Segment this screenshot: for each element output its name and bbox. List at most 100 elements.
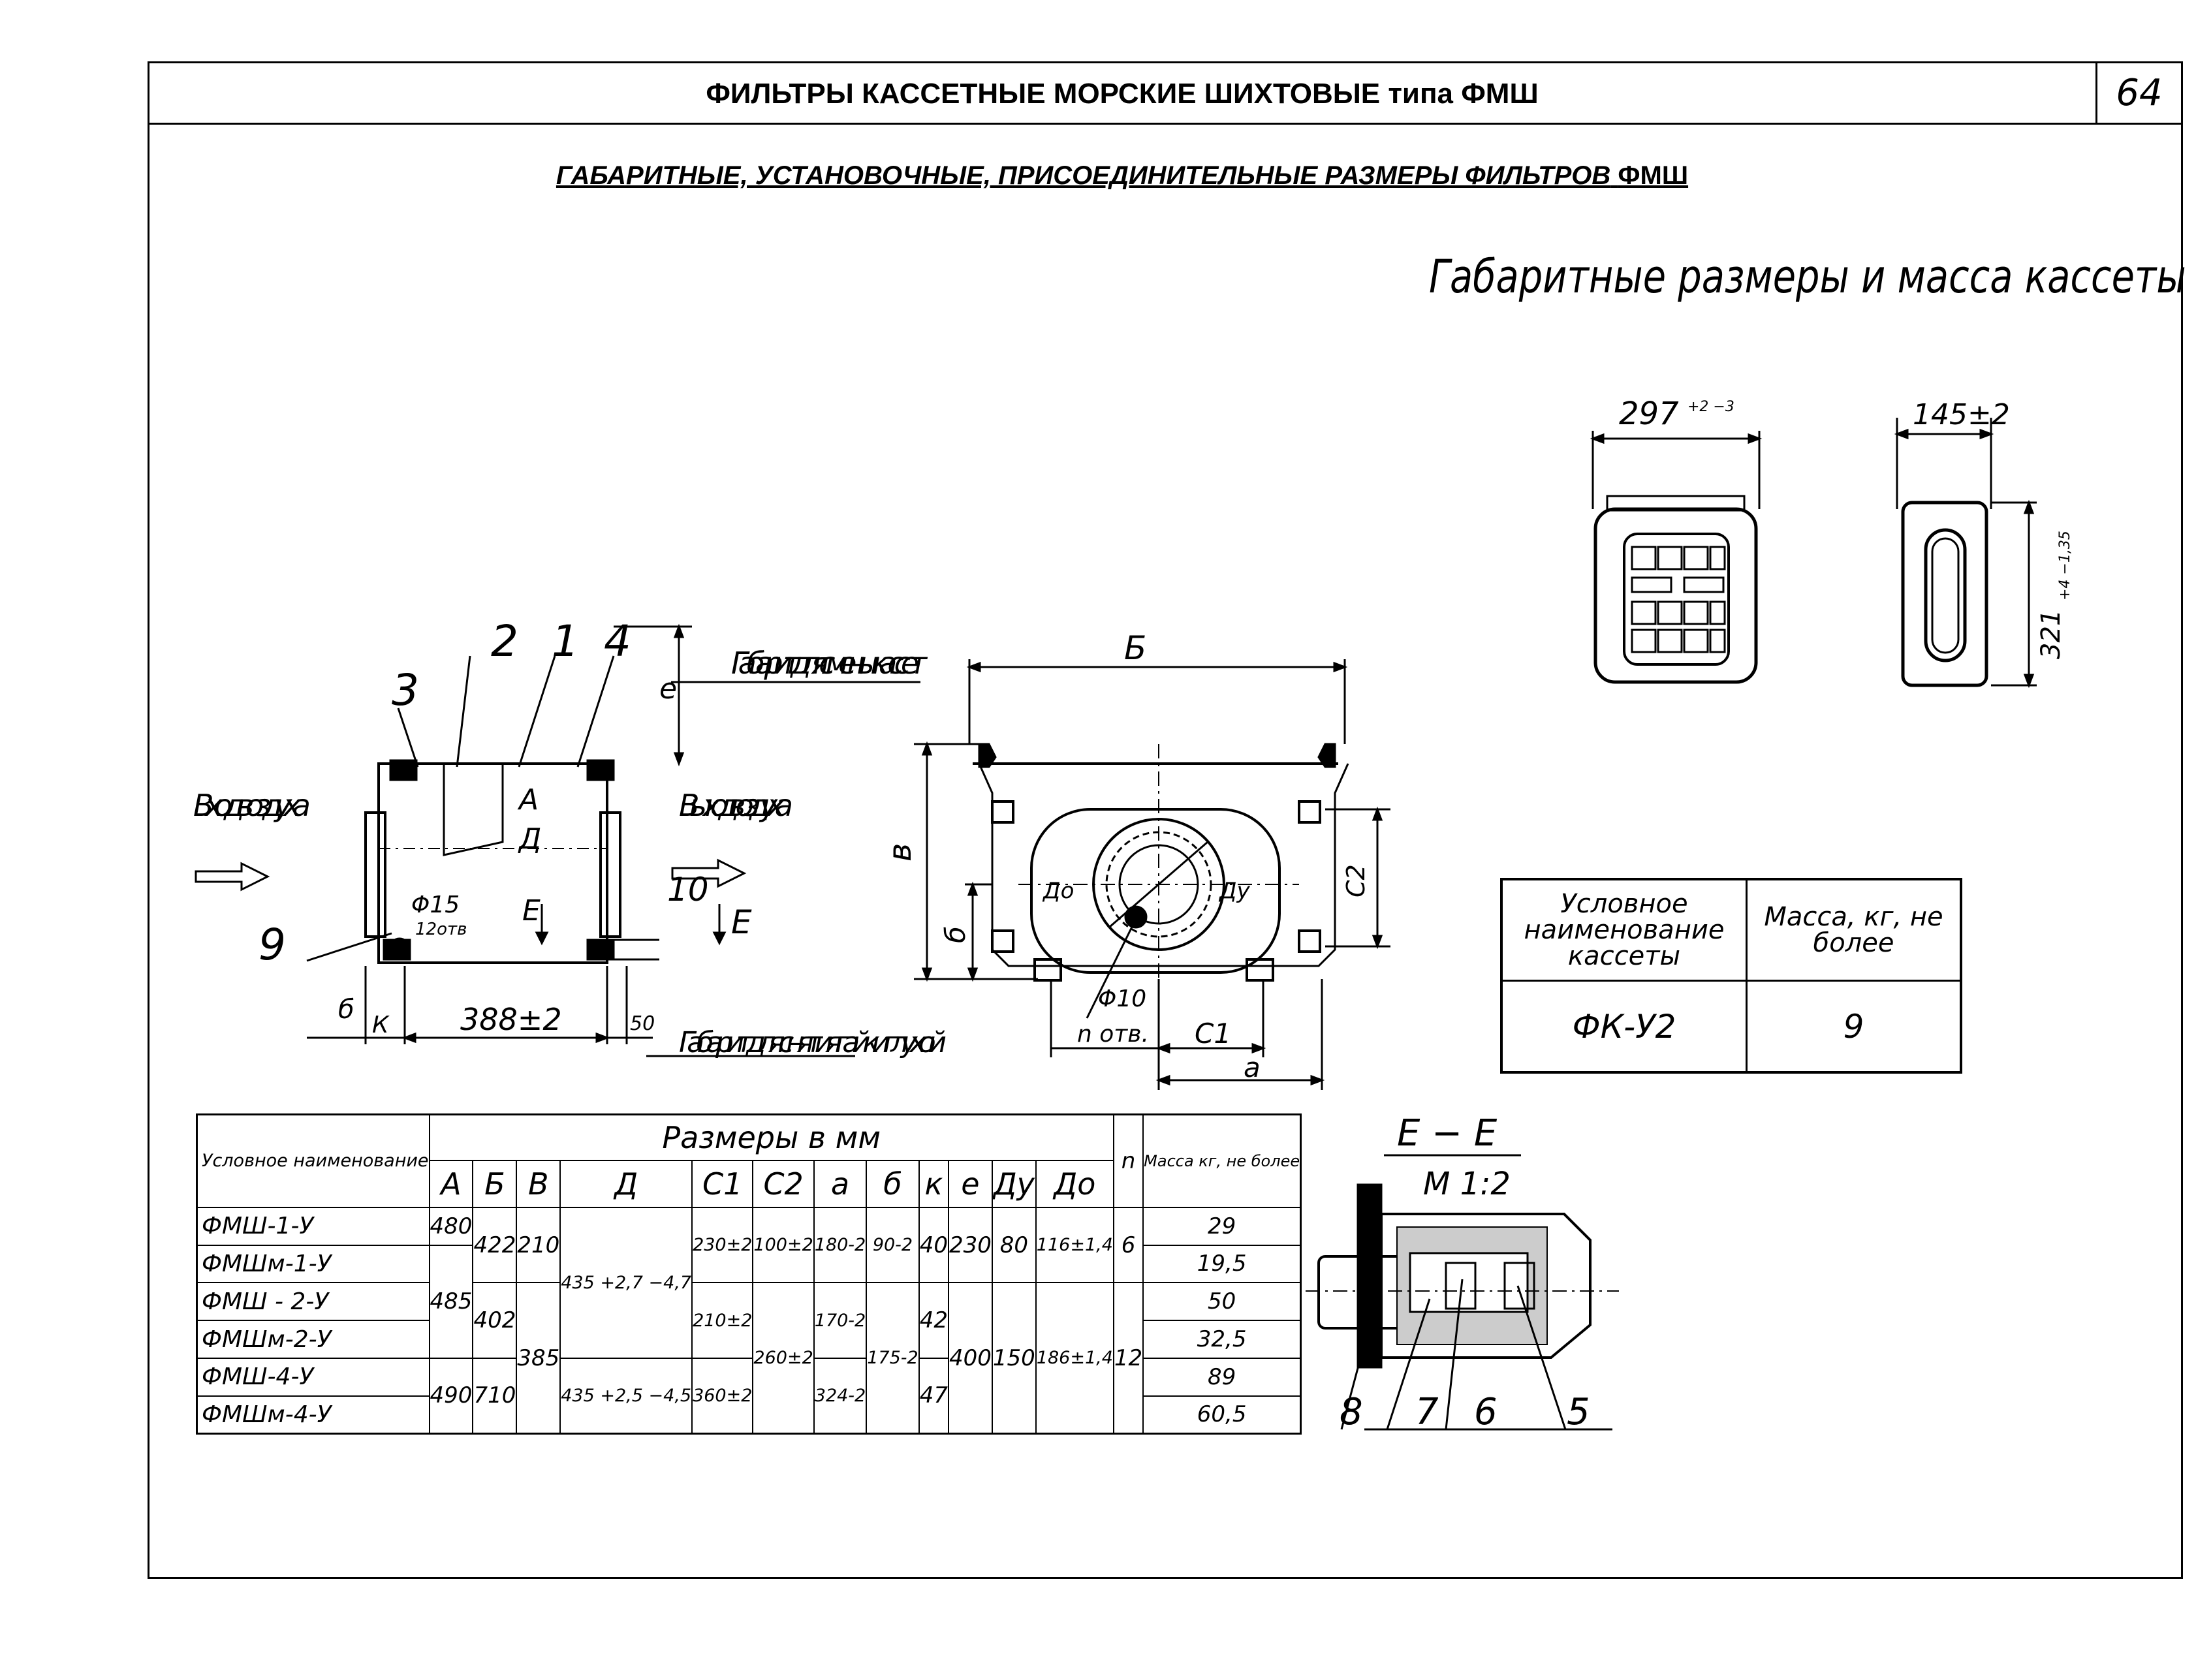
dim-b-top-label: Б — [1124, 629, 1146, 667]
cell-dy-3: 150 — [991, 1282, 1037, 1435]
outlet-label: Выход воздуха — [679, 788, 793, 823]
cell-b-small-1: 90-2 — [866, 1206, 920, 1284]
part-label-9: 9 — [259, 920, 286, 970]
d-inner-label: Дy — [1218, 878, 1251, 904]
row-name-4: ФМШм-2-У — [196, 1320, 430, 1359]
cell-mass-5: 89 — [1142, 1357, 1302, 1397]
row-name-3: ФМШ - 2-У — [196, 1282, 430, 1322]
mass-table-name-header: Условное наименование кассеты — [1500, 878, 1748, 982]
cell-a-small-5: 324-2 — [813, 1357, 868, 1435]
section-e-e: E − E M 1:2 8 7 6 5 — [1306, 1112, 1619, 1433]
part-label-4: 4 — [604, 616, 631, 666]
cell-do-3: 186±1,4 — [1035, 1282, 1114, 1435]
section-part-8: 8 — [1340, 1391, 1363, 1433]
cassette-mass-table: Условное наименование кассеты Масса, кг,… — [1500, 878, 1962, 1074]
col-header-b-small: б — [866, 1159, 920, 1208]
cell-mass-6: 60,5 — [1142, 1395, 1302, 1435]
cell-a-5: 490 — [428, 1357, 474, 1435]
cassette-height-label: 321 — [2036, 610, 2066, 659]
cassette-depth-label: 145±2 — [1913, 398, 2010, 431]
cell-d-5: 435 +2,5 −4,5 — [559, 1357, 693, 1435]
cassette-width-tolerance: +2 −3 — [1687, 399, 1734, 415]
cell-mass-3: 50 — [1142, 1282, 1302, 1322]
dimensions-table: Условное наименование Размеры в мм n Мас… — [196, 1113, 1302, 1435]
dim-a-label: а — [1244, 1051, 1261, 1083]
dim-b-label: б — [338, 995, 354, 1025]
front-hole-count-label: n отв. — [1077, 1021, 1149, 1048]
section-label-e-left: E — [522, 894, 541, 927]
cell-mass-1: 29 — [1142, 1206, 1302, 1246]
part-label-2: 2 — [491, 616, 518, 666]
section-part-7: 7 — [1415, 1391, 1439, 1433]
dims-group-header: Размеры в мм — [428, 1113, 1114, 1161]
col-header-a-small: а — [813, 1159, 868, 1208]
cell-k-3: 42 — [918, 1282, 949, 1359]
section-part-6: 6 — [1474, 1391, 1498, 1433]
dim-50-label: 50 — [630, 1012, 655, 1035]
document-title: ФИЛЬТРЫ КАССЕТНЫЕ МОРСКИЕ ШИХТОВЫЕ типа … — [706, 78, 1539, 110]
section-title: E − E — [1397, 1112, 1498, 1155]
mass-table-mass: 9 — [1746, 980, 1962, 1074]
cassette-side-view: 145±2 321 +4 −1,35 — [1894, 398, 2073, 689]
filter-front-view: Б в б C2 C1 а Дo Дy Φ10 n отв. — [882, 629, 1390, 1090]
cell-a-2: 485 — [428, 1244, 474, 1359]
cell-n-3: 12 — [1112, 1282, 1144, 1435]
cassette-width-label: 297 — [1619, 396, 1679, 432]
col-header-d: Д — [559, 1159, 693, 1208]
cell-c2-3: 260±2 — [752, 1282, 815, 1435]
col-header-do: До — [1035, 1159, 1114, 1208]
page-number: 64 — [2095, 63, 2181, 123]
col-header-v: В — [516, 1159, 561, 1208]
col-header-k: к — [918, 1159, 949, 1208]
subtitle-tail: ФМШ — [1618, 161, 1689, 190]
cell-a-1: 480 — [428, 1206, 474, 1246]
cell-v-3: 385 — [516, 1282, 561, 1435]
dim-v-label: в — [882, 843, 918, 862]
cassette-clearance-label: Габарит для смены кассет — [731, 646, 928, 681]
part-label-1: 1 — [552, 616, 579, 666]
title-block: ФИЛЬТРЫ КАССЕТНЫЕ МОРСКИЕ ШИХТОВЫЕ типа … — [149, 63, 2181, 125]
front-hole-label: Φ10 — [1098, 986, 1146, 1012]
section-label-a: A — [517, 783, 539, 817]
subtitle-text: ГАБАРИТНЫЕ, УСТАНОВОЧНЫЕ, ПРИСОЕДИНИТЕЛЬ… — [556, 161, 1611, 190]
col-header-b: Б — [472, 1159, 518, 1208]
cassette-title: Габаритные размеры и масса кассеты — [1429, 250, 2186, 303]
section-scale: M 1:2 — [1423, 1166, 1511, 1202]
col-header-e: е — [947, 1159, 993, 1208]
cell-b-1: 422 — [472, 1206, 518, 1284]
cell-c1-5: 360±2 — [691, 1357, 754, 1435]
cell-a-small-1: 180-2 — [813, 1206, 868, 1284]
cell-do-1: 116±1,4 — [1035, 1206, 1114, 1284]
dim-c2-label: C2 — [1341, 864, 1370, 897]
col-header-c1: C1 — [691, 1159, 754, 1208]
cassette-height-tolerance: +4 −1,35 — [2057, 531, 2073, 600]
cell-e-1: 230 — [947, 1206, 993, 1284]
part-label-3: 3 — [392, 665, 419, 715]
dims-n-header: n — [1112, 1113, 1144, 1208]
drawing-sheet: ФИЛЬТРЫ КАССЕТНЫЕ МОРСКИЕ ШИХТОВЫЕ типа … — [148, 61, 2186, 1579]
filter-side-view: 2 1 4 3 9 10 A Д E E Вход воздуха Выход … — [193, 616, 947, 1059]
cell-mass-2: 19,5 — [1142, 1244, 1302, 1284]
nut-clearance-label: Габарит для снятия гайки глухой — [679, 1026, 947, 1059]
dims-name-header: Условное наименование — [196, 1113, 430, 1208]
cell-k-1: 40 — [918, 1206, 949, 1284]
col-header-dy: Ду — [991, 1159, 1037, 1208]
dim-k-label: К — [372, 1012, 390, 1038]
row-name-1: ФМШ-1-У — [196, 1206, 430, 1246]
section-label-d: Д — [518, 822, 541, 856]
cell-mass-4: 32,5 — [1142, 1320, 1302, 1359]
dims-mass-header: Масса кг, не более — [1142, 1113, 1302, 1208]
part-label-10: 10 — [667, 871, 709, 909]
cell-c1-3: 210±2 — [691, 1282, 754, 1359]
row-name-5: ФМШ-4-У — [196, 1357, 430, 1397]
cell-b-5: 710 — [472, 1357, 518, 1435]
cell-n-1: 6 — [1112, 1206, 1144, 1284]
section-subtitle: ГАБАРИТНЫЕ, УСТАНОВОЧНЫЕ, ПРИСОЕДИНИТЕЛЬ… — [149, 161, 2095, 191]
cell-b-3: 402 — [472, 1282, 518, 1359]
dim-e-label: e — [659, 672, 677, 706]
cell-c2-1: 100±2 — [752, 1206, 815, 1284]
section-label-e-right: E — [731, 903, 752, 941]
mass-table-mass-header: Масса, кг, не более — [1746, 878, 1962, 982]
cassette-front-view: 297 +2 −3 — [1590, 396, 1763, 684]
